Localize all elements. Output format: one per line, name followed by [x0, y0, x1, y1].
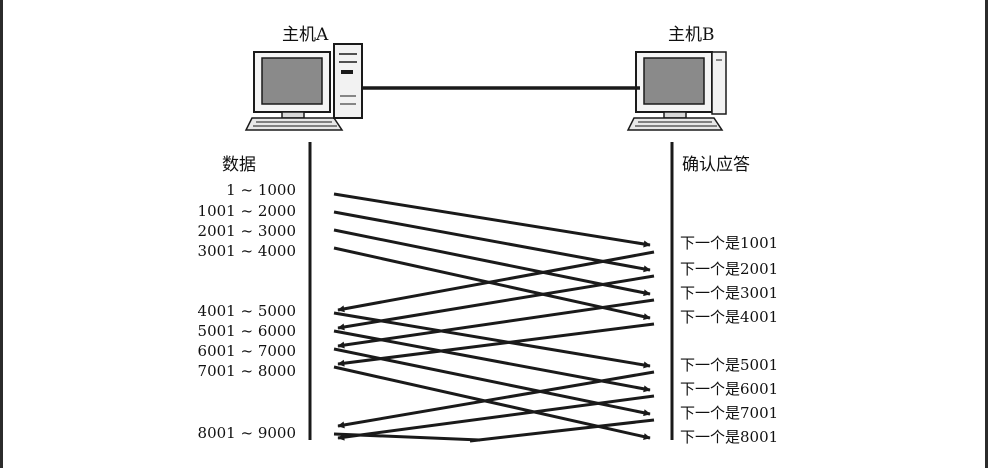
segment-label: 4001 ~ 5000: [198, 302, 296, 320]
ack-arrow: [337, 298, 655, 349]
ack-arrow: [337, 274, 655, 331]
segment-label: 1001 ~ 2000: [198, 202, 296, 220]
data-arrow: [333, 228, 651, 297]
ack-label: 下一个是3001: [680, 284, 778, 302]
ack-arrows: [337, 250, 655, 443]
segment-label: 2001 ~ 3000: [198, 222, 296, 240]
segment-label: 8001 ~ 9000: [198, 424, 296, 442]
ack-label: 下一个是5001: [680, 356, 778, 374]
data-arrow: [333, 192, 651, 248]
ack-arrow: [337, 394, 655, 441]
ack-arrow: [469, 418, 655, 443]
segment-label: 7001 ~ 8000: [198, 362, 296, 380]
data-column-header: 数据: [222, 155, 256, 175]
segment-label: 5001 ~ 6000: [198, 322, 296, 340]
segment-label: 3001 ~ 4000: [198, 242, 296, 260]
data-arrow: [333, 210, 651, 273]
host-b-computer-icon: [626, 51, 727, 131]
segment-labels: 1 ~ 1000 1001 ~ 2000 2001 ~ 3000 3001 ~ …: [198, 181, 296, 442]
ack-label: 下一个是6001: [680, 380, 778, 398]
ack-labels: 下一个是1001 下一个是2001 下一个是3001 下一个是4001 下一个是…: [680, 234, 778, 446]
segment-label: 6001 ~ 7000: [198, 342, 296, 360]
host-a-label: 主机A: [282, 25, 329, 45]
data-arrows: [333, 192, 651, 442]
ack-label: 下一个是1001: [680, 234, 778, 252]
host-a-computer-icon: [244, 43, 363, 131]
host-b-label: 主机B: [668, 25, 715, 45]
frame-border-left: [0, 0, 3, 468]
ack-label: 下一个是4001: [680, 308, 778, 326]
ack-column-header: 确认应答: [682, 155, 750, 175]
ack-label: 下一个是7001: [680, 404, 778, 422]
data-arrow: [333, 311, 651, 369]
ack-arrow: [337, 322, 655, 367]
ack-label: 下一个是2001: [680, 260, 778, 278]
frame-border-right: [985, 0, 988, 468]
ack-arrow: [337, 250, 655, 313]
segment-label: 1 ~ 1000: [226, 181, 296, 199]
ack-label: 下一个是8001: [680, 428, 778, 446]
ack-arrow: [337, 370, 655, 429]
